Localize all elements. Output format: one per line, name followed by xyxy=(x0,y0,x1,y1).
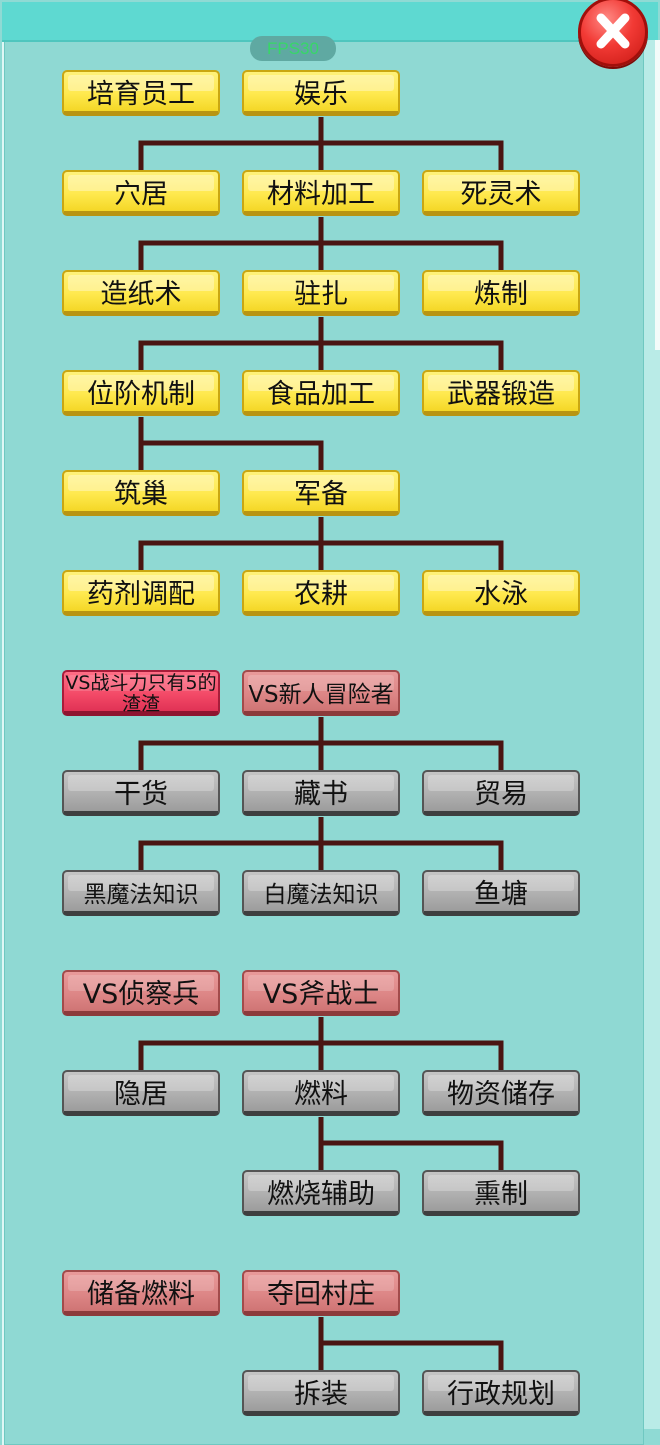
tech-node-ranliao[interactable]: 燃料 xyxy=(242,1070,400,1116)
tech-node-zhuchao[interactable]: 筑巢 xyxy=(62,470,220,516)
connector-4 xyxy=(138,240,504,270)
tech-node-zaozhishu[interactable]: 造纸术 xyxy=(62,270,220,316)
tech-node-chaizhuang[interactable]: 拆装 xyxy=(242,1370,400,1416)
connector-12 xyxy=(138,740,504,770)
tech-node-maoyi[interactable]: 贸易 xyxy=(422,770,580,816)
tech-node-white-magic[interactable]: 白魔法知识 xyxy=(242,870,400,916)
tech-node-wuqi-duanzao[interactable]: 武器锻造 xyxy=(422,370,580,416)
tech-node-shipin-jiagong[interactable]: 食品加工 xyxy=(242,370,400,416)
tech-node-yutang[interactable]: 鱼塘 xyxy=(422,870,580,916)
battle-node-vs-axe-warrior[interactable]: VS斧战士 xyxy=(242,970,400,1016)
window-title-bar xyxy=(2,2,658,42)
battle-node-vs-novice-adventurer[interactable]: VS新人冒险者 xyxy=(242,670,400,716)
tech-node-yaoji-tiaopei[interactable]: 药剂调配 xyxy=(62,570,220,616)
connector-18 xyxy=(321,1140,504,1170)
battle-node-chubei-ranliao[interactable]: 储备燃料 xyxy=(62,1270,220,1316)
tech-node-xunzhi[interactable]: 熏制 xyxy=(422,1170,580,1216)
close-button[interactable] xyxy=(578,0,648,67)
connector-20 xyxy=(321,1340,504,1370)
scrollbar-track[interactable] xyxy=(644,40,660,1429)
connector-8 xyxy=(141,440,324,470)
connector-10 xyxy=(138,540,504,570)
tech-node-cailiao-jiagong[interactable]: 材料加工 xyxy=(242,170,400,216)
tech-node-zhuzha[interactable]: 驻扎 xyxy=(242,270,400,316)
tech-node-ganhuo[interactable]: 干货 xyxy=(62,770,220,816)
tech-node-silingshu[interactable]: 死灵术 xyxy=(422,170,580,216)
connector-6 xyxy=(138,340,504,370)
tech-node-ranshao-fuzhu[interactable]: 燃烧辅助 xyxy=(242,1170,400,1216)
tech-node-xingzheng-guihua[interactable]: 行政规划 xyxy=(422,1370,580,1416)
tech-node-shuiyong[interactable]: 水泳 xyxy=(422,570,580,616)
tech-node-yinju[interactable]: 隐居 xyxy=(62,1070,220,1116)
fps-counter: FPS30 xyxy=(250,36,336,61)
tech-node-nonggeng[interactable]: 农耕 xyxy=(242,570,400,616)
close-x-icon xyxy=(596,13,630,49)
tech-node-lianzhi[interactable]: 炼制 xyxy=(422,270,580,316)
tech-node-black-magic[interactable]: 黑魔法知识 xyxy=(62,870,220,916)
connector-2 xyxy=(138,140,504,170)
tech-node-xueju[interactable]: 穴居 xyxy=(62,170,220,216)
scrollbar-thumb[interactable] xyxy=(655,40,660,350)
battle-node-vs-weak[interactable]: VS战斗力只有5的渣渣 xyxy=(62,670,220,716)
tech-node-junbei[interactable]: 军备 xyxy=(242,470,400,516)
tech-node-yule[interactable]: 娱乐 xyxy=(242,70,400,116)
battle-node-vs-scout[interactable]: VS侦察兵 xyxy=(62,970,220,1016)
connector-14 xyxy=(138,840,504,870)
tech-node-weijie-jizhi[interactable]: 位阶机制 xyxy=(62,370,220,416)
tech-node-cangshu[interactable]: 藏书 xyxy=(242,770,400,816)
tech-node-peiyu-yuangong[interactable]: 培育员工 xyxy=(62,70,220,116)
tech-node-wuzi-chucun[interactable]: 物资储存 xyxy=(422,1070,580,1116)
connector-16 xyxy=(138,1040,504,1070)
battle-node-duohui-cunzhuang[interactable]: 夺回村庄 xyxy=(242,1270,400,1316)
